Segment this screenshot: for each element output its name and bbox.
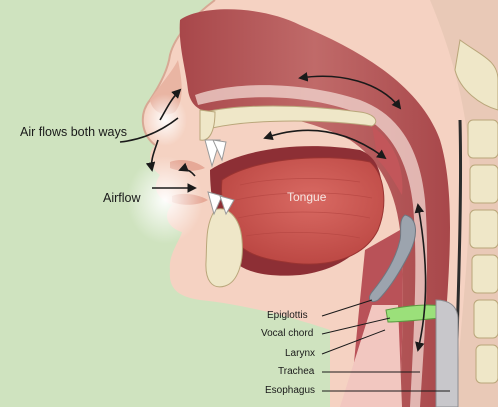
tongue: [221, 158, 383, 264]
label-larynx: Larynx: [285, 349, 315, 359]
label-air-flows-both-ways: Air flows both ways: [20, 126, 127, 139]
label-tongue: Tongue: [287, 191, 326, 203]
label-esophagus: Esophagus: [265, 386, 315, 396]
label-trachea: Trachea: [278, 367, 314, 377]
nasal-glow: [143, 94, 187, 146]
label-vocal-chord: Vocal chord: [261, 329, 313, 339]
lower-jaw-bone: [206, 209, 242, 287]
label-airflow: Airflow: [103, 192, 141, 205]
label-epiglottis: Epiglottis: [267, 311, 308, 321]
